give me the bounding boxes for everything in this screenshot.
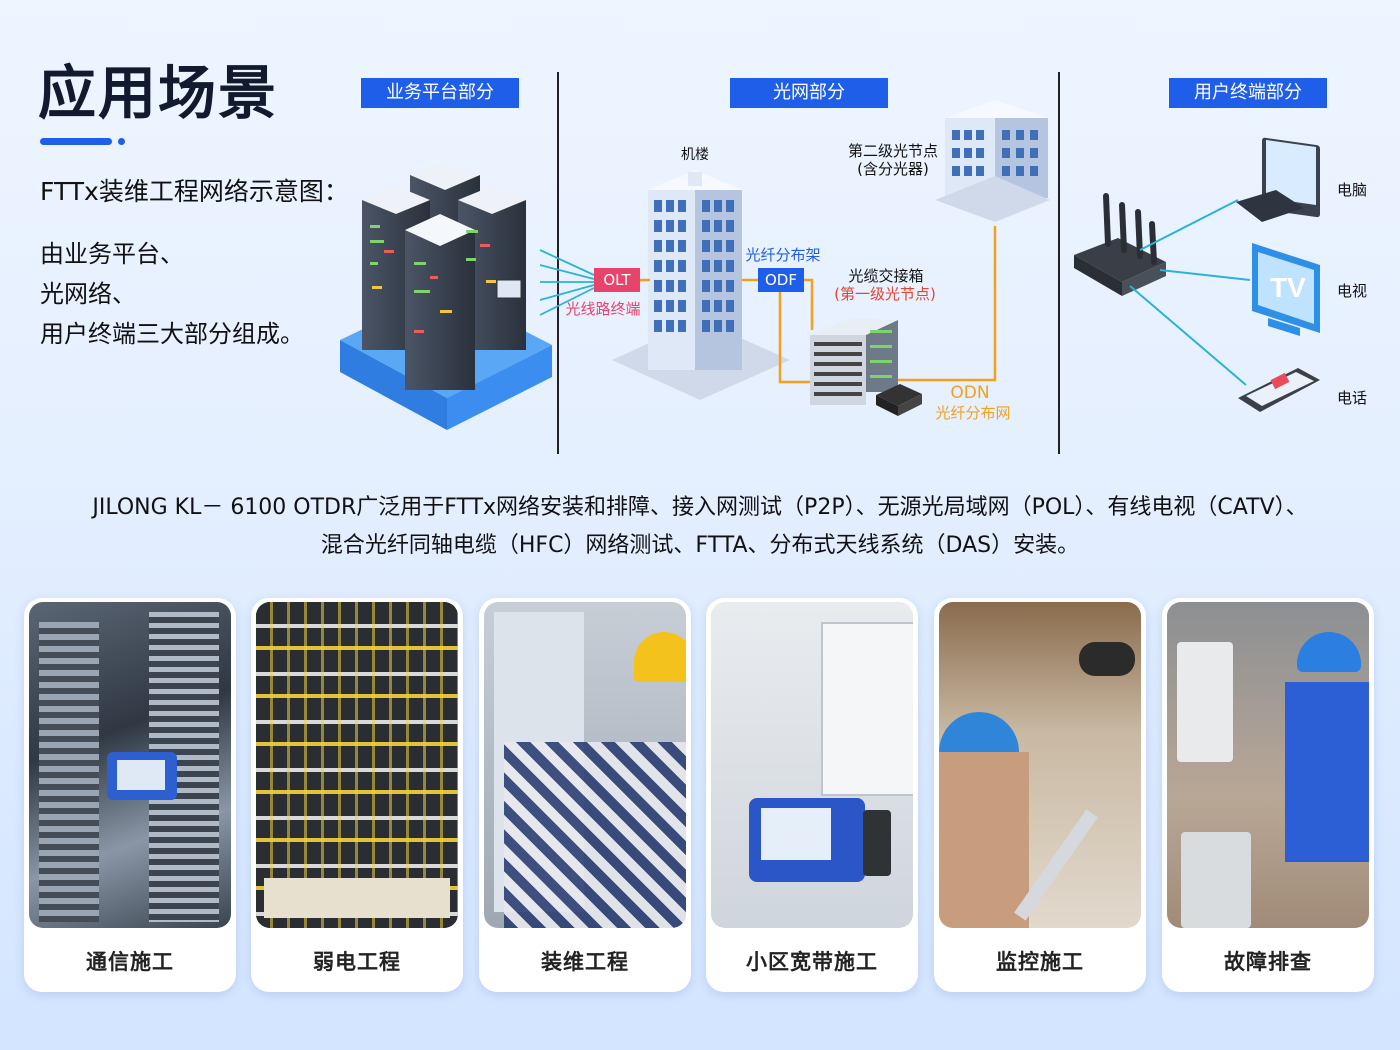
title-underline xyxy=(40,138,112,145)
section-user-terminal: 用户终端部分 xyxy=(1169,78,1327,108)
scenario-card-broadband[interactable]: 小区宽带施工 xyxy=(706,598,918,992)
tv-icon: TV xyxy=(1252,243,1320,336)
second-node-sublabel: (含分光器) xyxy=(857,160,929,178)
card-label: 弱电工程 xyxy=(313,950,401,974)
central-office-building-icon xyxy=(612,170,790,400)
section-optical-network: 光网部分 xyxy=(730,78,888,108)
photo-otdr-device xyxy=(711,602,913,928)
odn-label: ODN xyxy=(950,383,990,403)
diagram-subtitle: FTTx装维工程网络示意图： xyxy=(40,177,349,206)
section-business-platform: 业务平台部分 xyxy=(361,78,519,108)
router-icon xyxy=(1074,193,1166,296)
olt-caption: 光线路终端 xyxy=(565,300,641,318)
network-diagram: TV xyxy=(340,100,1320,430)
intro-line-1: 由业务平台、 xyxy=(40,240,184,268)
divider-left xyxy=(557,72,559,454)
scenario-card-surveillance[interactable]: 监控施工 xyxy=(934,598,1146,992)
scenario-card-troubleshooting[interactable]: 故障排查 xyxy=(1162,598,1374,992)
second-level-node-building-icon xyxy=(935,100,1050,222)
odn-sublabel: 光纤分布网 xyxy=(935,404,1011,422)
svg-text:TV: TV xyxy=(1270,272,1306,303)
description-line-2: 混合光纤同轴电缆（HFC）网络测试、FTTA、分布式天线系统（DAS）安装。 xyxy=(320,533,1080,558)
odf-caption: 光纤分布架 xyxy=(745,246,821,264)
title-underline-dot xyxy=(118,138,125,145)
odf-tag: ODF xyxy=(758,268,804,292)
description-line-1: JILONG KL－ 6100 OTDR广泛用于FTTx网络安装和排障、接入网测… xyxy=(92,495,1308,520)
divider-right xyxy=(1058,72,1060,454)
scenario-card-communication[interactable]: 通信施工 xyxy=(24,598,236,992)
scenario-card-maintenance[interactable]: 装维工程 xyxy=(479,598,691,992)
cable-cross-connect-cabinet-icon xyxy=(810,318,922,416)
phone-icon xyxy=(1238,368,1320,412)
computer-label: 电脑 xyxy=(1336,181,1367,199)
cabinet-label: 光缆交接箱 xyxy=(848,267,924,285)
photo-camera-installation xyxy=(939,602,1141,928)
server-rack-cluster-icon xyxy=(340,160,552,430)
card-label: 小区宽带施工 xyxy=(746,950,878,974)
intro-line-3: 用户终端三大部分组成。 xyxy=(40,320,304,348)
building-label: 机楼 xyxy=(681,147,709,163)
tv-label: 电视 xyxy=(1336,282,1367,300)
photo-technician-hardhat xyxy=(484,602,686,928)
card-label: 通信施工 xyxy=(86,950,174,974)
phone-label: 电话 xyxy=(1336,389,1367,407)
scenario-card-low-voltage[interactable]: 弱电工程 xyxy=(251,598,463,992)
photo-server-room-technician xyxy=(29,602,231,928)
cabinet-sublabel: (第一级光节点) xyxy=(834,285,936,303)
card-label: 故障排查 xyxy=(1224,950,1312,974)
photo-pole-technician xyxy=(1167,602,1369,928)
photo-patch-panel xyxy=(256,602,458,928)
card-label: 装维工程 xyxy=(541,950,629,974)
page-title: 应用场景 xyxy=(38,59,279,127)
second-node-label: 第二级光节点 xyxy=(847,142,938,160)
olt-tag: OLT xyxy=(594,268,640,292)
card-label: 监控施工 xyxy=(996,950,1084,974)
intro-line-2: 光网络、 xyxy=(40,280,136,308)
computer-icon xyxy=(1236,137,1320,222)
